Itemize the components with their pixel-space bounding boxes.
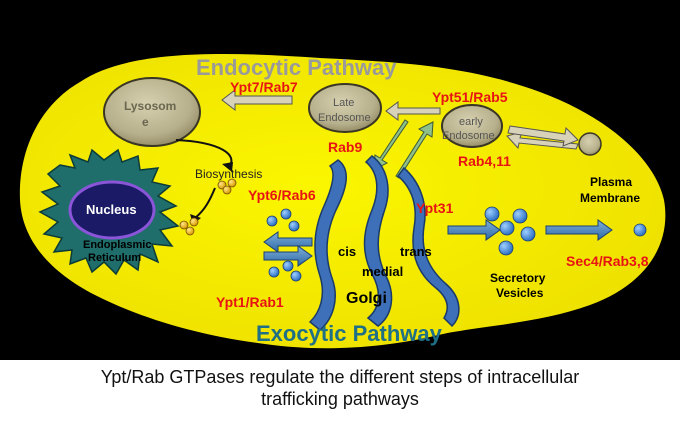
caption: Ypt/Rab GTPases regulate the different s… [0, 366, 680, 410]
er-label: Endoplasmic [83, 239, 151, 251]
rab-labels: Ypt7/Rab7 Ypt51/Rab5 Rab9 Rab4,11 Ypt6/R… [216, 79, 649, 310]
nucleus-label: Nucleus [86, 202, 137, 217]
endocytic-arrows [221, 88, 579, 150]
arrow-biosynthesis-to-er [194, 187, 216, 219]
golgi-label: Golgi [346, 290, 387, 307]
golgi-medial [363, 155, 393, 327]
arrow-golgi-to-er [263, 231, 313, 253]
golgi-medial-label: medial [362, 264, 403, 279]
arrow-er-to-golgi [263, 245, 313, 267]
rab-ypt7-rab7: Ypt7/Rab7 [230, 79, 298, 95]
rab-rab9: Rab9 [328, 139, 362, 155]
late-endosome: Late Endosome [308, 83, 382, 133]
secretory-label-2: Vesicles [496, 286, 544, 300]
caption-line-1: Ypt/Rab GTPases regulate the different s… [100, 367, 580, 387]
golgi-trans-label: trans [400, 244, 432, 259]
caption-line-2: trafficking pathways [261, 389, 419, 409]
golgi-cis [308, 159, 347, 331]
golgi-stack [308, 155, 460, 331]
rab-rab4-11: Rab4,11 [458, 153, 511, 169]
arrow-early-to-late [385, 101, 441, 121]
rab-ypt31: Ypt31 [416, 200, 454, 216]
golgi-cis-label: cis [338, 244, 356, 259]
nucleus [68, 180, 156, 240]
rab-ypt6-rab6: Ypt6/Rab6 [248, 187, 316, 203]
plasma-membrane-label: Plasma [590, 175, 632, 189]
lysosome-label: Lysosom [124, 99, 176, 113]
plasma-membrane-vesicle [578, 132, 602, 156]
early-endosome: early Endosome [441, 104, 503, 148]
endocytic-pathway-title: Endocytic Pathway [196, 55, 397, 80]
rab-ypt51-rab5: Ypt51/Rab5 [432, 89, 508, 105]
golgi-trans [396, 166, 460, 328]
late-endosome-label-2: Endosome [318, 112, 371, 124]
arrow-plasma-to-early [506, 131, 579, 150]
biosynthesis-vesicles [179, 178, 237, 236]
biosynthesis-label: Biosynthesis [195, 167, 262, 181]
er-label-2: Reticulum [88, 252, 141, 264]
plasma-membrane-label-2: Membrane [580, 191, 640, 205]
er-golgi-arrows [263, 231, 313, 267]
early-endosome-label-2: Endosome [442, 130, 495, 142]
rab-sec4-rab3-8: Sec4/Rab3,8 [566, 253, 649, 269]
er-golgi-vesicles [266, 208, 302, 282]
lysosome: Lysosom e [103, 77, 201, 147]
early-endosome-label: early [459, 116, 483, 128]
arrow-golgi-to-vesicles [447, 219, 501, 241]
secretory-label: Secretory [490, 271, 546, 285]
arrow-vesicles-to-membrane [545, 219, 613, 241]
exocytic-pathway-title: Exocytic Pathway [256, 321, 443, 346]
secretory-vesicles [484, 206, 647, 256]
lysosome-label-2: e [142, 115, 149, 129]
arrow-early-to-plasma [507, 125, 579, 147]
late-endosome-label: Late [333, 97, 354, 109]
secretory-arrows [447, 219, 613, 241]
arrow-late-to-lysosome [221, 88, 293, 112]
arrowhead-biosynthesis [222, 162, 233, 172]
rab-ypt1-rab1: Ypt1/Rab1 [216, 294, 284, 310]
